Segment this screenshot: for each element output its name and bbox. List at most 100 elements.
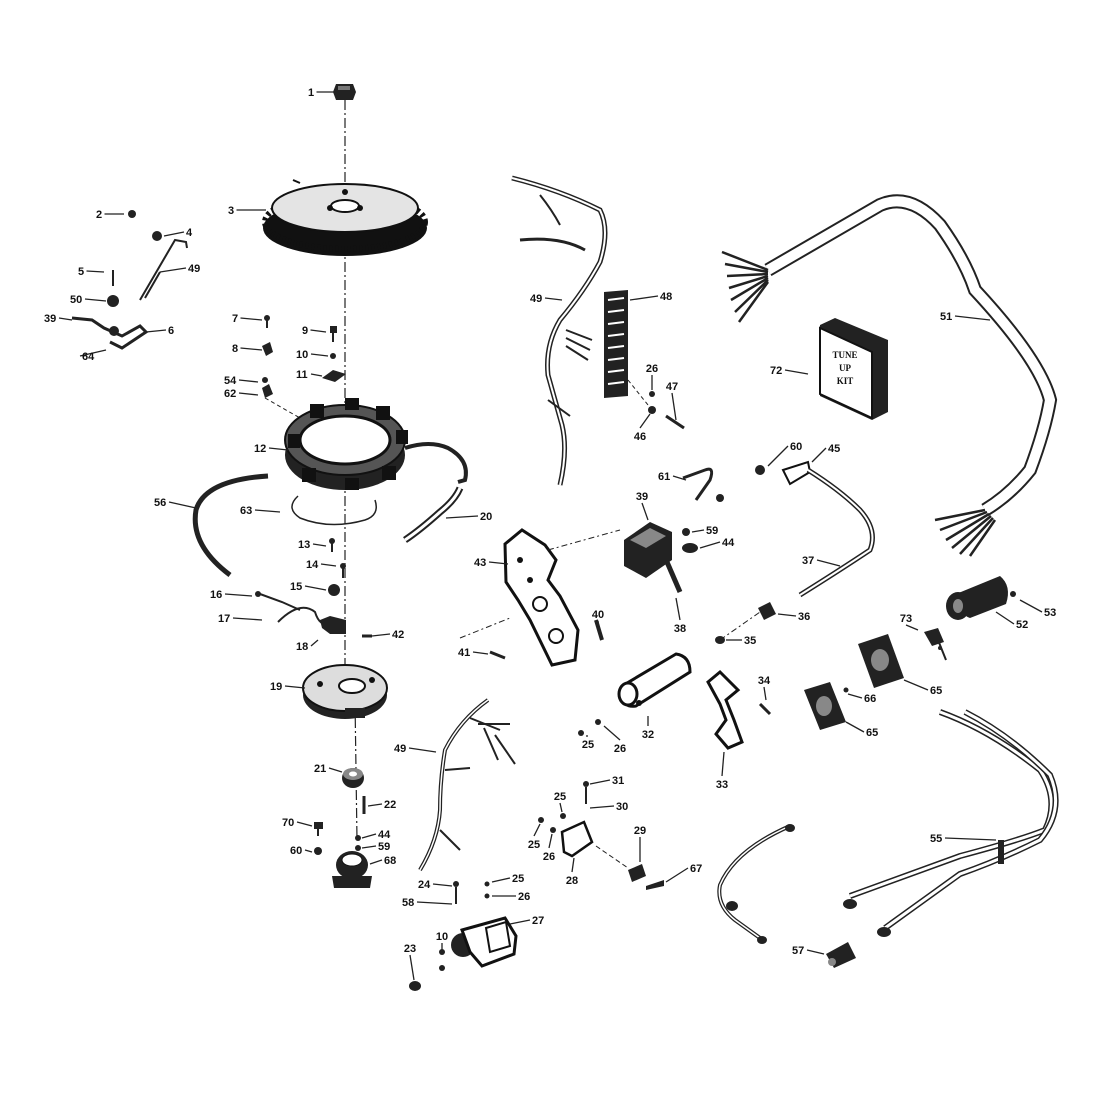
part-number-label: 30 <box>616 801 628 813</box>
leader-line-42 <box>371 633 391 637</box>
leader-line-55 <box>944 837 997 841</box>
leader-line-30 <box>589 805 615 809</box>
leader-line-20 <box>445 515 479 519</box>
starter-relay <box>409 881 518 991</box>
leader-line-4 <box>163 231 185 237</box>
part-number-label: 27 <box>532 915 544 927</box>
leader-line-41 <box>472 651 489 655</box>
part-number-label: 68 <box>384 855 396 867</box>
part-number-label: 57 <box>792 945 804 957</box>
leader-line-28 <box>571 857 575 873</box>
part-number-label: 58 <box>402 897 414 909</box>
spark-plug-lead <box>781 460 875 598</box>
leader-line-38 <box>675 597 681 621</box>
leader-line-54 <box>238 379 259 383</box>
part-number-label: 38 <box>674 623 686 635</box>
washer <box>649 391 655 397</box>
leader-line-25 <box>559 802 563 813</box>
part-number-label: 64 <box>82 351 95 363</box>
part-number-label: 52 <box>1016 619 1028 631</box>
clamp-screw <box>758 702 772 716</box>
wire-sleeve <box>192 473 269 577</box>
part-number-label: 37 <box>802 555 814 567</box>
part-number-label: 14 <box>306 559 319 571</box>
leader-line-52 <box>995 611 1015 625</box>
stator-left-hardware <box>262 315 301 419</box>
part-number-label: 55 <box>930 833 942 845</box>
leader-lines <box>58 91 1043 981</box>
leader-line-44 <box>361 833 377 839</box>
switch-mounting-plate <box>858 634 904 688</box>
leader-line-60 <box>767 445 789 467</box>
leader-line-67 <box>665 867 689 883</box>
leader-line-23 <box>409 954 415 981</box>
part-number-label: 10 <box>436 931 448 943</box>
part-number-label: 25 <box>582 739 594 751</box>
leader-line-14 <box>320 563 337 567</box>
leader-line-17 <box>232 617 263 621</box>
part-number-label: 63 <box>240 505 252 517</box>
part-number-label: 12 <box>254 443 266 455</box>
part-number-label: 70 <box>282 817 294 829</box>
part-number-label: 20 <box>480 511 492 523</box>
part-number-label: 31 <box>612 775 624 787</box>
part-number-label: 8 <box>232 343 238 355</box>
leader-line-40 <box>597 620 601 635</box>
leader-line-6 <box>145 329 167 333</box>
leader-line-59 <box>691 529 705 533</box>
leader-line-68 <box>369 859 383 865</box>
leader-line-49 <box>544 297 563 301</box>
part-number-label: 6 <box>168 325 174 337</box>
leader-line-5 <box>86 270 105 273</box>
leader-line-37 <box>816 559 841 567</box>
part-number-label: 73 <box>900 613 912 625</box>
part-number-label: 28 <box>566 875 578 887</box>
leader-line-50 <box>84 298 107 302</box>
kit-label-line-2: UP <box>839 363 851 373</box>
part-number-label: 15 <box>290 581 302 593</box>
leader-line-21 <box>328 767 343 773</box>
leader-line-33 <box>721 751 725 777</box>
leader-line-39 <box>58 317 73 321</box>
cable-clip <box>682 467 714 501</box>
part-number-label: 26 <box>543 851 555 863</box>
leader-line-48 <box>629 295 659 301</box>
leader-line-26 <box>603 725 621 741</box>
part-number-label: 49 <box>188 263 200 275</box>
leader-line-61 <box>672 475 687 481</box>
part-number-label: 25 <box>554 791 566 803</box>
leader-line-63 <box>254 509 281 513</box>
terminal-block <box>604 290 628 398</box>
part-number-label: 53 <box>1044 607 1056 619</box>
part-number-label: 1 <box>308 87 314 99</box>
part-number-label: 25 <box>528 839 540 851</box>
part-number-label: 19 <box>270 681 282 693</box>
flywheel <box>262 179 428 256</box>
part-number-label: 40 <box>592 609 604 621</box>
leader-line-62 <box>238 392 259 396</box>
part-number-label: 44 <box>722 537 735 549</box>
power-pack <box>624 522 698 593</box>
part-number-label: 3 <box>228 205 234 217</box>
screw <box>665 414 685 430</box>
leader-line-15 <box>304 585 327 591</box>
part-number-label: 41 <box>458 647 470 659</box>
part-number-label: 59 <box>378 841 390 853</box>
leader-line-47 <box>671 392 677 421</box>
leader-line-25 <box>533 823 541 837</box>
leader-line-46 <box>639 413 651 429</box>
bushing <box>342 768 364 788</box>
leader-line-27 <box>509 919 531 925</box>
ground-strap <box>717 824 795 944</box>
part-number-label: 23 <box>404 943 416 955</box>
part-number-label: 25 <box>512 873 524 885</box>
part-number-label: 67 <box>690 863 702 875</box>
trigger-hardware <box>255 538 372 638</box>
part-number-label: 26 <box>646 363 658 375</box>
part-number-label: 54 <box>224 375 237 387</box>
part-number-label: 60 <box>290 845 302 857</box>
kit-label-line-3: KIT <box>837 376 854 386</box>
part-number-label: 10 <box>296 349 308 361</box>
terminal-bracket-group <box>538 781 664 890</box>
